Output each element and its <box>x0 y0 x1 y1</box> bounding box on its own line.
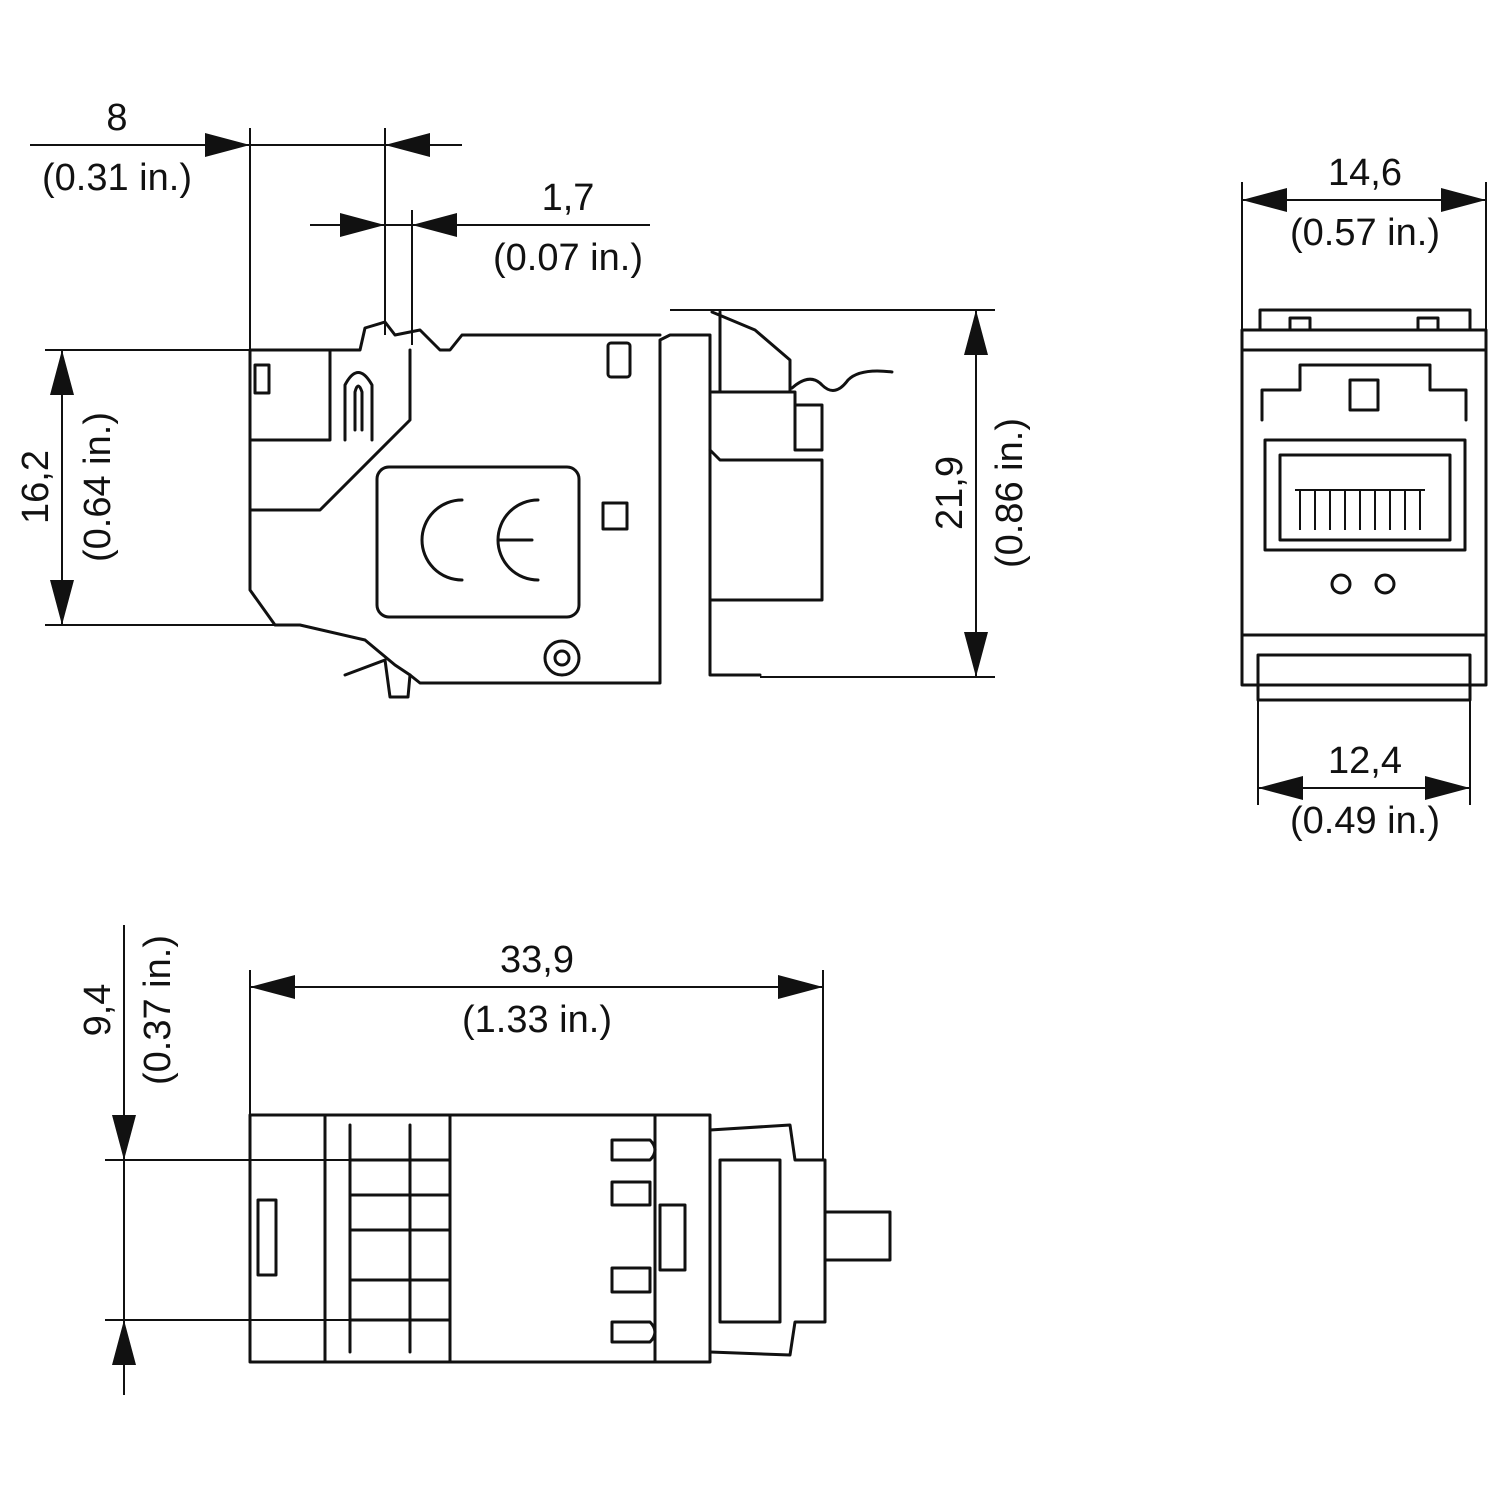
dim-tab: 1,7 (0.07 in.) <box>310 177 650 345</box>
front-view-key <box>1348 378 1380 412</box>
front-view-led-left <box>1330 573 1352 595</box>
depth-top-in: (0.31 in.) <box>42 157 192 199</box>
dim-depth-top: 8 (0.31 in.) <box>30 97 462 440</box>
top-view-plug-tab <box>823 1210 892 1262</box>
top-view-rear-slot <box>256 1198 278 1277</box>
ce-mark-c <box>420 498 464 582</box>
length-mm: 33,9 <box>500 939 574 981</box>
front-view <box>1240 308 1488 702</box>
side-view-front-block <box>708 448 824 602</box>
width-bottom-in: (0.49 in.) <box>1290 800 1440 842</box>
side-view-lower-slot <box>601 501 629 531</box>
front-view-led-right <box>1374 573 1396 595</box>
side-view-upper-slot <box>606 341 632 379</box>
top-width-in: (0.37 in.) <box>137 935 179 1085</box>
side-view-latch <box>710 310 824 452</box>
dim-width-top: 14,6 (0.57 in.) <box>1241 152 1487 330</box>
top-width-mm: 9,4 <box>77 984 119 1037</box>
height-left-mm: 16,2 <box>15 450 57 524</box>
front-view-body <box>1240 328 1488 687</box>
top-view-body-outline <box>248 1113 712 1364</box>
length-in: (1.33 in.) <box>462 999 612 1041</box>
ce-mark-e <box>496 498 540 582</box>
side-view-rear-slot <box>253 363 271 395</box>
side-view-top-edge <box>248 320 662 352</box>
top-view-rear-section <box>323 1113 452 1364</box>
width-top-mm: 14,6 <box>1328 152 1402 194</box>
width-bottom-mm: 12,4 <box>1328 740 1402 782</box>
dim-length: 33,9 (1.33 in.) <box>249 939 824 1160</box>
front-view-port-inner <box>1278 453 1452 542</box>
front-view-contacts <box>1295 489 1425 530</box>
tab-mm: 1,7 <box>542 177 595 219</box>
side-view <box>248 310 894 699</box>
front-view-port-frame <box>1260 363 1468 422</box>
top-view-front-module <box>658 1123 827 1357</box>
dim-top-width: 9,4 (0.37 in.) <box>77 925 350 1395</box>
front-view-port <box>1263 438 1467 552</box>
depth-top-mm: 8 <box>106 97 127 139</box>
height-left-in: (0.64 in.) <box>77 412 119 562</box>
width-top-in: (0.57 in.) <box>1290 212 1440 254</box>
side-view-wire <box>790 369 894 392</box>
side-view-foot <box>343 658 412 699</box>
dim-height-left: 16,2 (0.64 in.) <box>15 349 275 626</box>
side-view-back-section <box>248 348 412 512</box>
height-right-mm: 21,9 <box>929 456 971 530</box>
side-view-ce-plate <box>375 465 581 619</box>
side-view-spring-clip <box>343 371 374 442</box>
height-right-in: (0.86 in.) <box>989 418 1031 568</box>
dim-width-bottom: 12,4 (0.49 in.) <box>1257 700 1471 842</box>
side-view-screw <box>543 639 581 677</box>
front-view-top-rail <box>1240 308 1488 352</box>
dim-height-right: 21,9 (0.86 in.) <box>670 309 1031 678</box>
top-view <box>248 1113 892 1364</box>
top-view-clips <box>610 1138 657 1344</box>
tab-in: (0.07 in.) <box>493 237 643 279</box>
side-view-body-outline <box>248 333 762 685</box>
side-view-screw-center <box>553 649 571 667</box>
front-view-bottom-flange <box>1240 633 1488 702</box>
